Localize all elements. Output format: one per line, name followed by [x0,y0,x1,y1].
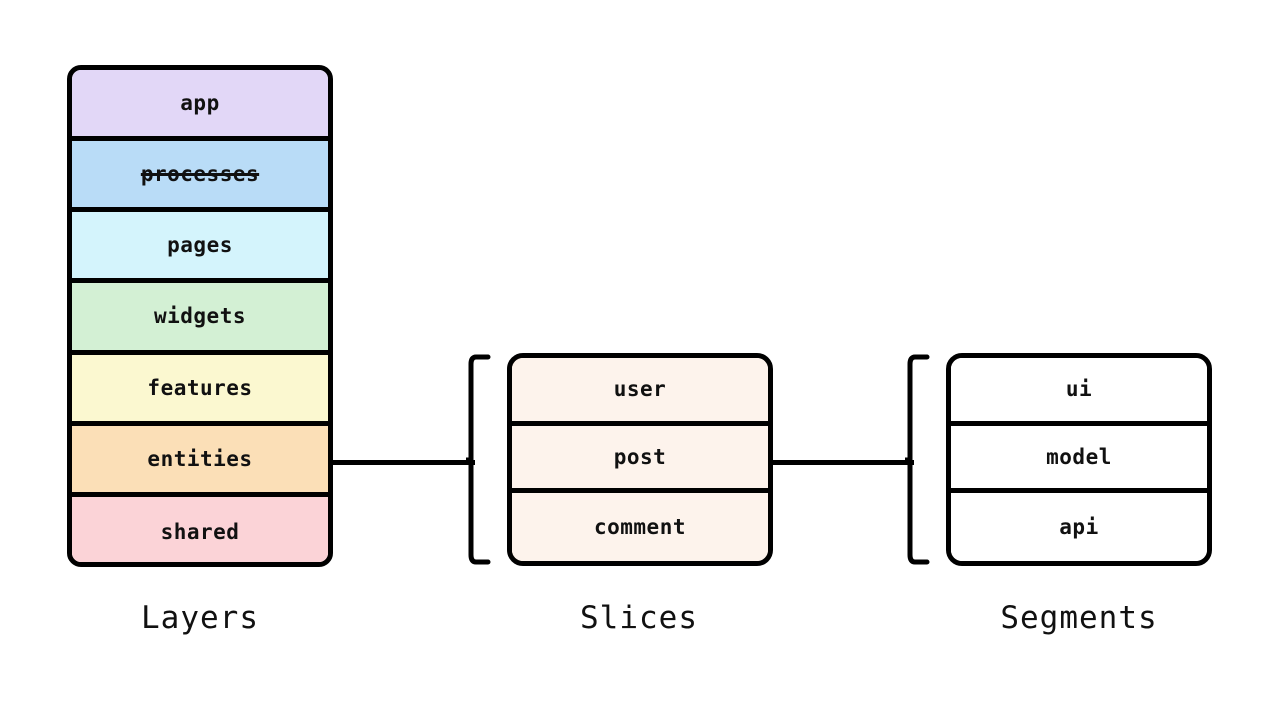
layers-stack: app processes pages widgets features ent… [67,65,333,567]
slice-row-comment[interactable]: comment [512,493,768,561]
layer-label-shared: shared [160,520,240,545]
layer-label-processes: processes [140,162,260,187]
layer-row-app[interactable]: app [72,70,328,142]
layer-row-entities[interactable]: entities [72,425,328,497]
caption-segments: Segments [1000,600,1158,636]
segment-row-ui[interactable]: ui [951,358,1207,426]
layer-row-widgets[interactable]: widgets [72,283,328,355]
layer-row-features[interactable]: features [72,354,328,426]
slices-bracket [466,353,492,566]
caption-slices: Slices [580,600,698,636]
slice-label-comment: comment [593,514,686,539]
layer-label-features: features [147,375,253,400]
layer-label-widgets: widgets [153,304,246,329]
segment-row-model[interactable]: model [951,425,1207,494]
segment-label-api: api [1059,514,1099,539]
connector-slices-to-segments [770,460,914,465]
connector-entities-to-slices [330,460,475,465]
layer-row-pages[interactable]: pages [72,212,328,284]
slice-label-user: user [613,377,667,402]
segment-row-api[interactable]: api [951,493,1207,561]
segments-bracket [905,353,931,566]
caption-layers: Layers [141,600,259,636]
segments-stack: ui model api [946,353,1212,566]
slices-stack: user post comment [507,353,773,566]
layer-label-entities: entities [147,446,253,471]
segment-label-ui: ui [1065,377,1093,402]
layer-label-pages: pages [167,233,233,258]
slice-row-user[interactable]: user [512,358,768,426]
slice-label-post: post [613,444,667,469]
slice-row-post[interactable]: post [512,425,768,494]
segment-label-model: model [1046,444,1112,469]
layer-row-shared[interactable]: shared [72,496,328,562]
layer-row-processes[interactable]: processes [72,141,328,213]
layer-label-app: app [180,91,220,116]
